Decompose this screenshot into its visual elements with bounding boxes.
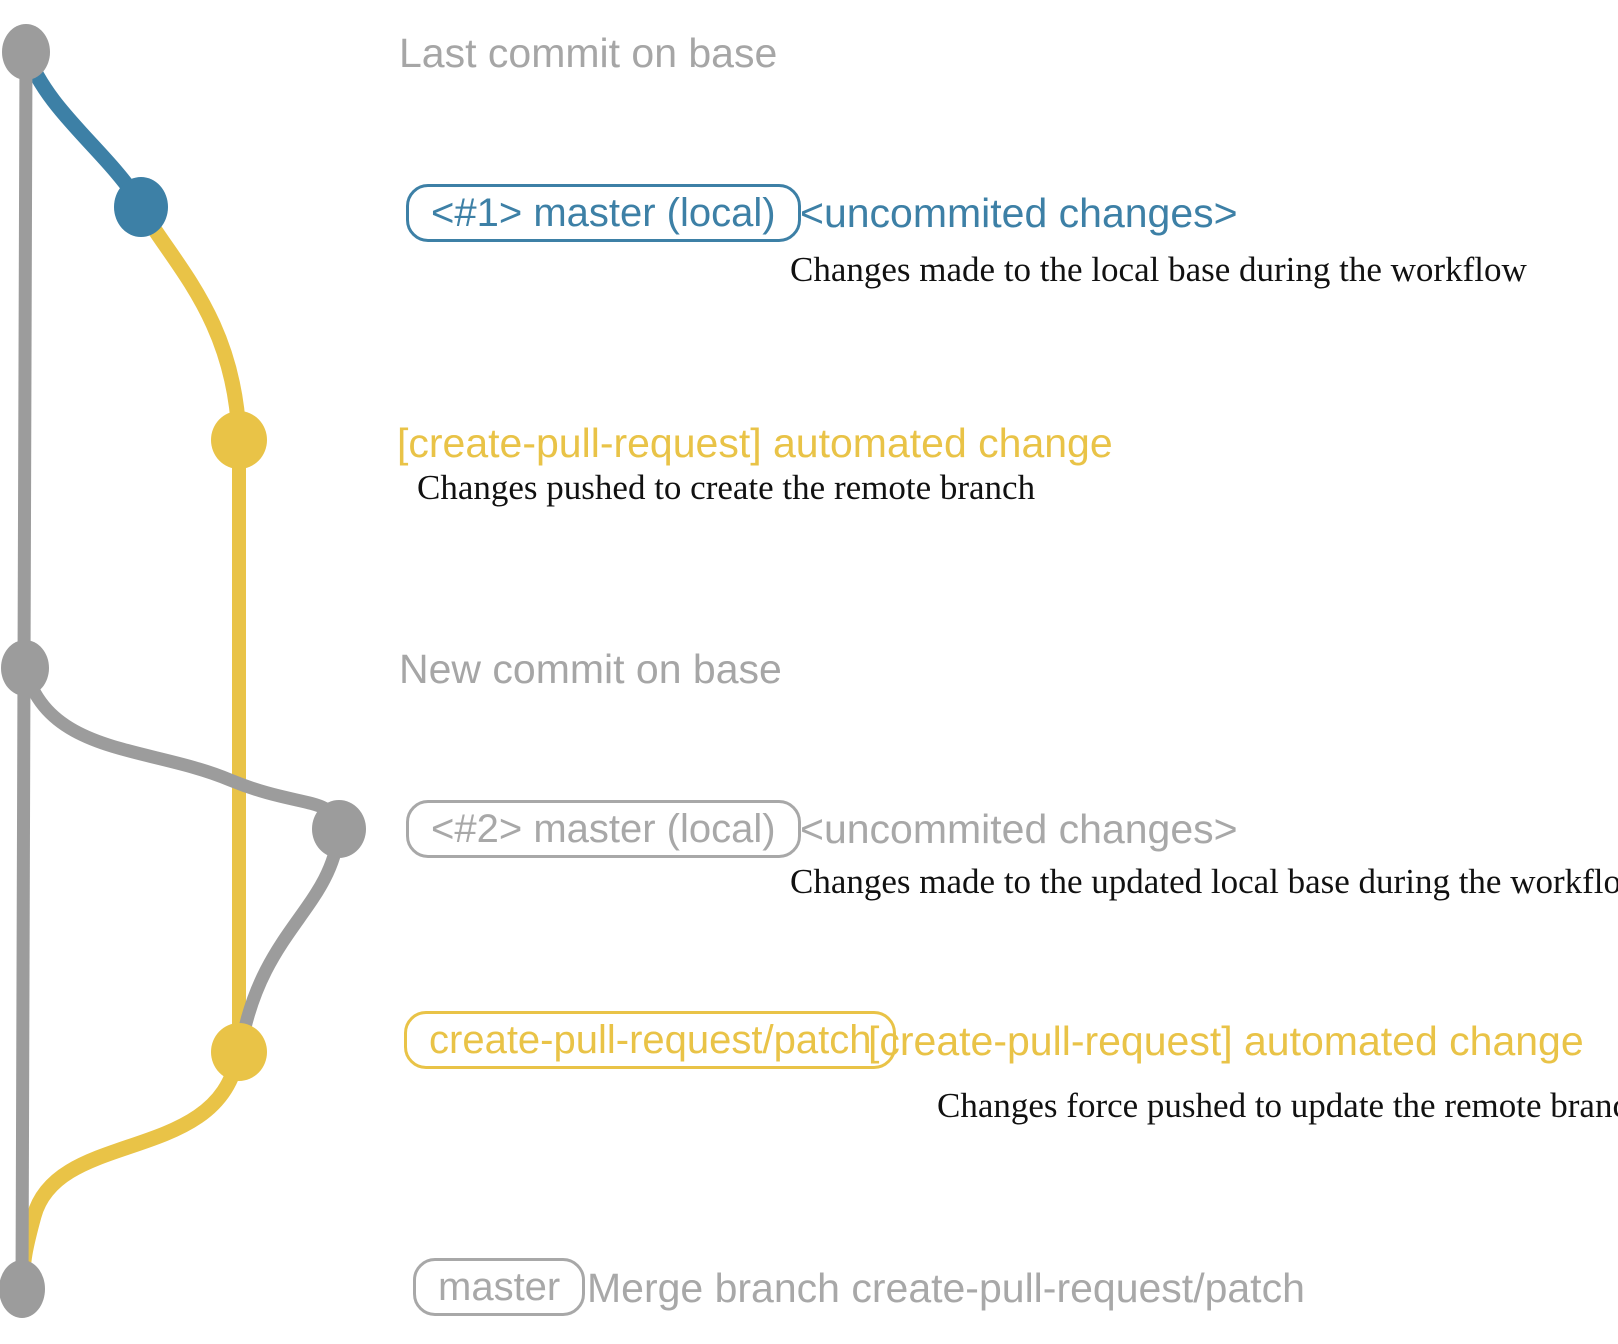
branch-curve-force-push [234, 825, 346, 1053]
commit-node-patch-2 [211, 1023, 267, 1081]
commit-node-new-commit-on-base [1, 640, 49, 696]
branch-curve-merge-to-master [14, 1046, 246, 1296]
annotation-automated-change-2: [create-pull-request] automated change [868, 1018, 1584, 1064]
annotation-uncommited-changes-1: <uncommited changes> [800, 190, 1238, 236]
description-changes-pushed: Changes pushed to create the remote bran… [417, 468, 1036, 507]
branch-curve-local-master-1 [18, 44, 147, 210]
label-last-commit-on-base: Last commit on base [399, 30, 778, 76]
label-new-commit-on-base: New commit on base [399, 646, 782, 692]
commit-node-patch-1 [211, 411, 267, 469]
description-changes-force-pushed: Changes force pushed to update the remot… [937, 1086, 1618, 1125]
annotation-merge-branch: Merge branch create-pull-request/patch [587, 1265, 1305, 1311]
annotation-automated-change-1: [create-pull-request] automated change [397, 420, 1113, 466]
badge-master-local-2: <#2> master (local) [406, 800, 801, 858]
branch-curve-local-master-2 [18, 661, 346, 833]
annotation-uncommited-changes-2: <uncommited changes> [800, 806, 1238, 852]
badge-create-pull-request-patch: create-pull-request/patch [404, 1011, 897, 1069]
commit-node-merge-on-master [0, 1260, 45, 1318]
badge-master-local-1: <#1> master (local) [406, 184, 801, 242]
commit-node-local-master-2 [312, 800, 366, 858]
commit-node-last-commit-on-base [2, 24, 50, 80]
branch-curve-patch-create [133, 200, 247, 444]
description-updated-local-base-changes: Changes made to the updated local base d… [790, 862, 1618, 901]
commit-node-local-master-1 [114, 177, 168, 237]
description-local-base-changes: Changes made to the local base during th… [790, 250, 1527, 289]
badge-master: master [413, 1258, 586, 1316]
